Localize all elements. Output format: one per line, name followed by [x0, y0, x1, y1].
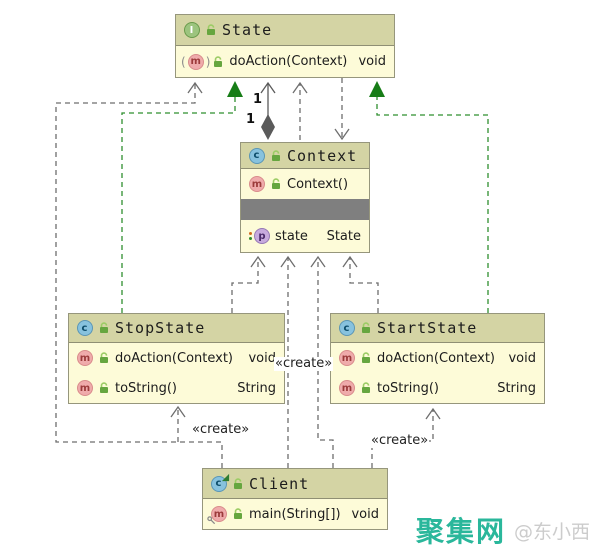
method-signature: doAction(Context) [115, 350, 233, 366]
field-modifier-dots [249, 232, 252, 240]
class-name: StartState [377, 319, 478, 337]
method-icon: m [249, 176, 265, 192]
class-name: Client [249, 474, 310, 493]
class-header-context: c Context [241, 143, 369, 169]
abstract-paren-open: ( [181, 54, 186, 69]
class-icon: c [77, 320, 93, 336]
lock-icon [362, 352, 370, 363]
class-header-client: c Client [203, 469, 387, 499]
run-arrow-icon [221, 473, 230, 481]
method-signature: toString() [377, 380, 439, 396]
lock-icon [100, 352, 108, 363]
class-box-context: c Context m Context() p state State [240, 142, 370, 253]
class-box-state: I State ( m ) doAction(Context) void [175, 14, 395, 78]
method-icon: m [339, 350, 355, 366]
separator-bar [241, 199, 369, 220]
watermark-handle: @东小西 [514, 520, 591, 543]
multiplicity-label-lower: 1 [246, 112, 256, 127]
interface-icon: I [184, 22, 200, 38]
field-row: p state State [241, 220, 369, 252]
class-header-state: I State [176, 15, 394, 46]
composition-diamond [261, 114, 275, 140]
method-signature: main(String[]) [249, 506, 341, 522]
edge-stopstate-state-realization [121, 81, 243, 313]
class-header-stopstate: c StopState [69, 314, 284, 343]
class-name: Context [287, 146, 358, 165]
method-return-type: void [508, 350, 536, 366]
method-icon: m [339, 380, 355, 396]
class-header-startstate: c StartState [331, 314, 544, 343]
class-icon: c [339, 320, 355, 336]
edge-state-context-dependency [334, 78, 350, 141]
method-return-type: void [248, 350, 276, 366]
class-box-startstate: c StartState m doAction(Context) void m … [330, 313, 545, 404]
class-box-client: c Client m main( [202, 468, 388, 530]
create-label-startstate: «create» [370, 433, 430, 448]
create-label-context: «create» [274, 356, 334, 371]
member-row: m doAction(Context) void [69, 343, 284, 373]
lock-icon [214, 55, 223, 67]
class-icon: c [249, 147, 265, 164]
watermark-brand: 聚集网 [416, 515, 507, 548]
abstract-method-icon: m [187, 53, 204, 70]
class-name: State [222, 21, 273, 39]
method-icon: m [77, 380, 93, 396]
entrypoint-key-icon [207, 516, 216, 525]
method-signature: toString() [115, 380, 177, 396]
lock-icon [272, 149, 280, 161]
edge-context-state-dependency [292, 81, 308, 140]
realization-triangle [227, 81, 243, 97]
lock-icon [234, 477, 242, 489]
edge-client-context-create [280, 255, 296, 468]
method-icon: m [77, 350, 93, 366]
method-signature: doAction(Context) [229, 54, 348, 69]
realization-triangle [369, 81, 385, 97]
multiplicity-label-upper: 1 [253, 92, 263, 107]
class-box-stopstate: c StopState m doAction(Context) void m t… [68, 313, 285, 404]
member-row: m main(String[]) void [203, 499, 387, 529]
method-signature: doAction(Context) [377, 350, 495, 366]
watermark: 聚集网 @东小西 [416, 510, 590, 550]
lock-icon [100, 322, 108, 333]
edge-client-state-dependency [55, 81, 223, 468]
constructor-signature: Context() [287, 176, 349, 192]
main-method-icon: m [211, 506, 227, 522]
method-return-type: String [237, 380, 276, 396]
lock-icon [362, 322, 370, 333]
edge-client-context-dependency [310, 255, 334, 468]
field-name: state [275, 228, 308, 244]
lock-icon [100, 382, 108, 393]
method-return-type: void [351, 506, 379, 522]
field-type: State [326, 228, 361, 244]
lock-icon [362, 382, 370, 393]
member-row: m doAction(Context) void [331, 343, 544, 373]
lock-icon [272, 178, 280, 189]
create-label-stopstate: «create» [191, 422, 251, 437]
abstract-paren-close: ) [205, 54, 211, 69]
member-row: m toString() String [69, 373, 284, 403]
lock-icon [234, 508, 242, 519]
property-icon: p [254, 228, 270, 244]
member-row: ( m ) doAction(Context) void [176, 46, 394, 77]
member-row: m toString() String [331, 373, 544, 403]
class-name: StopState [115, 319, 206, 337]
method-return-type: String [497, 380, 536, 396]
method-return-type: void [358, 54, 386, 69]
edge-context-state-association [260, 81, 276, 140]
edge-startstate-context-dependency [342, 255, 379, 313]
edge-client-stopstate-create [170, 405, 186, 442]
edge-stopstate-context-dependency [231, 255, 266, 313]
lock-icon [207, 24, 215, 35]
edge-startstate-state-realization [369, 81, 489, 313]
member-row: m Context() [241, 169, 369, 199]
